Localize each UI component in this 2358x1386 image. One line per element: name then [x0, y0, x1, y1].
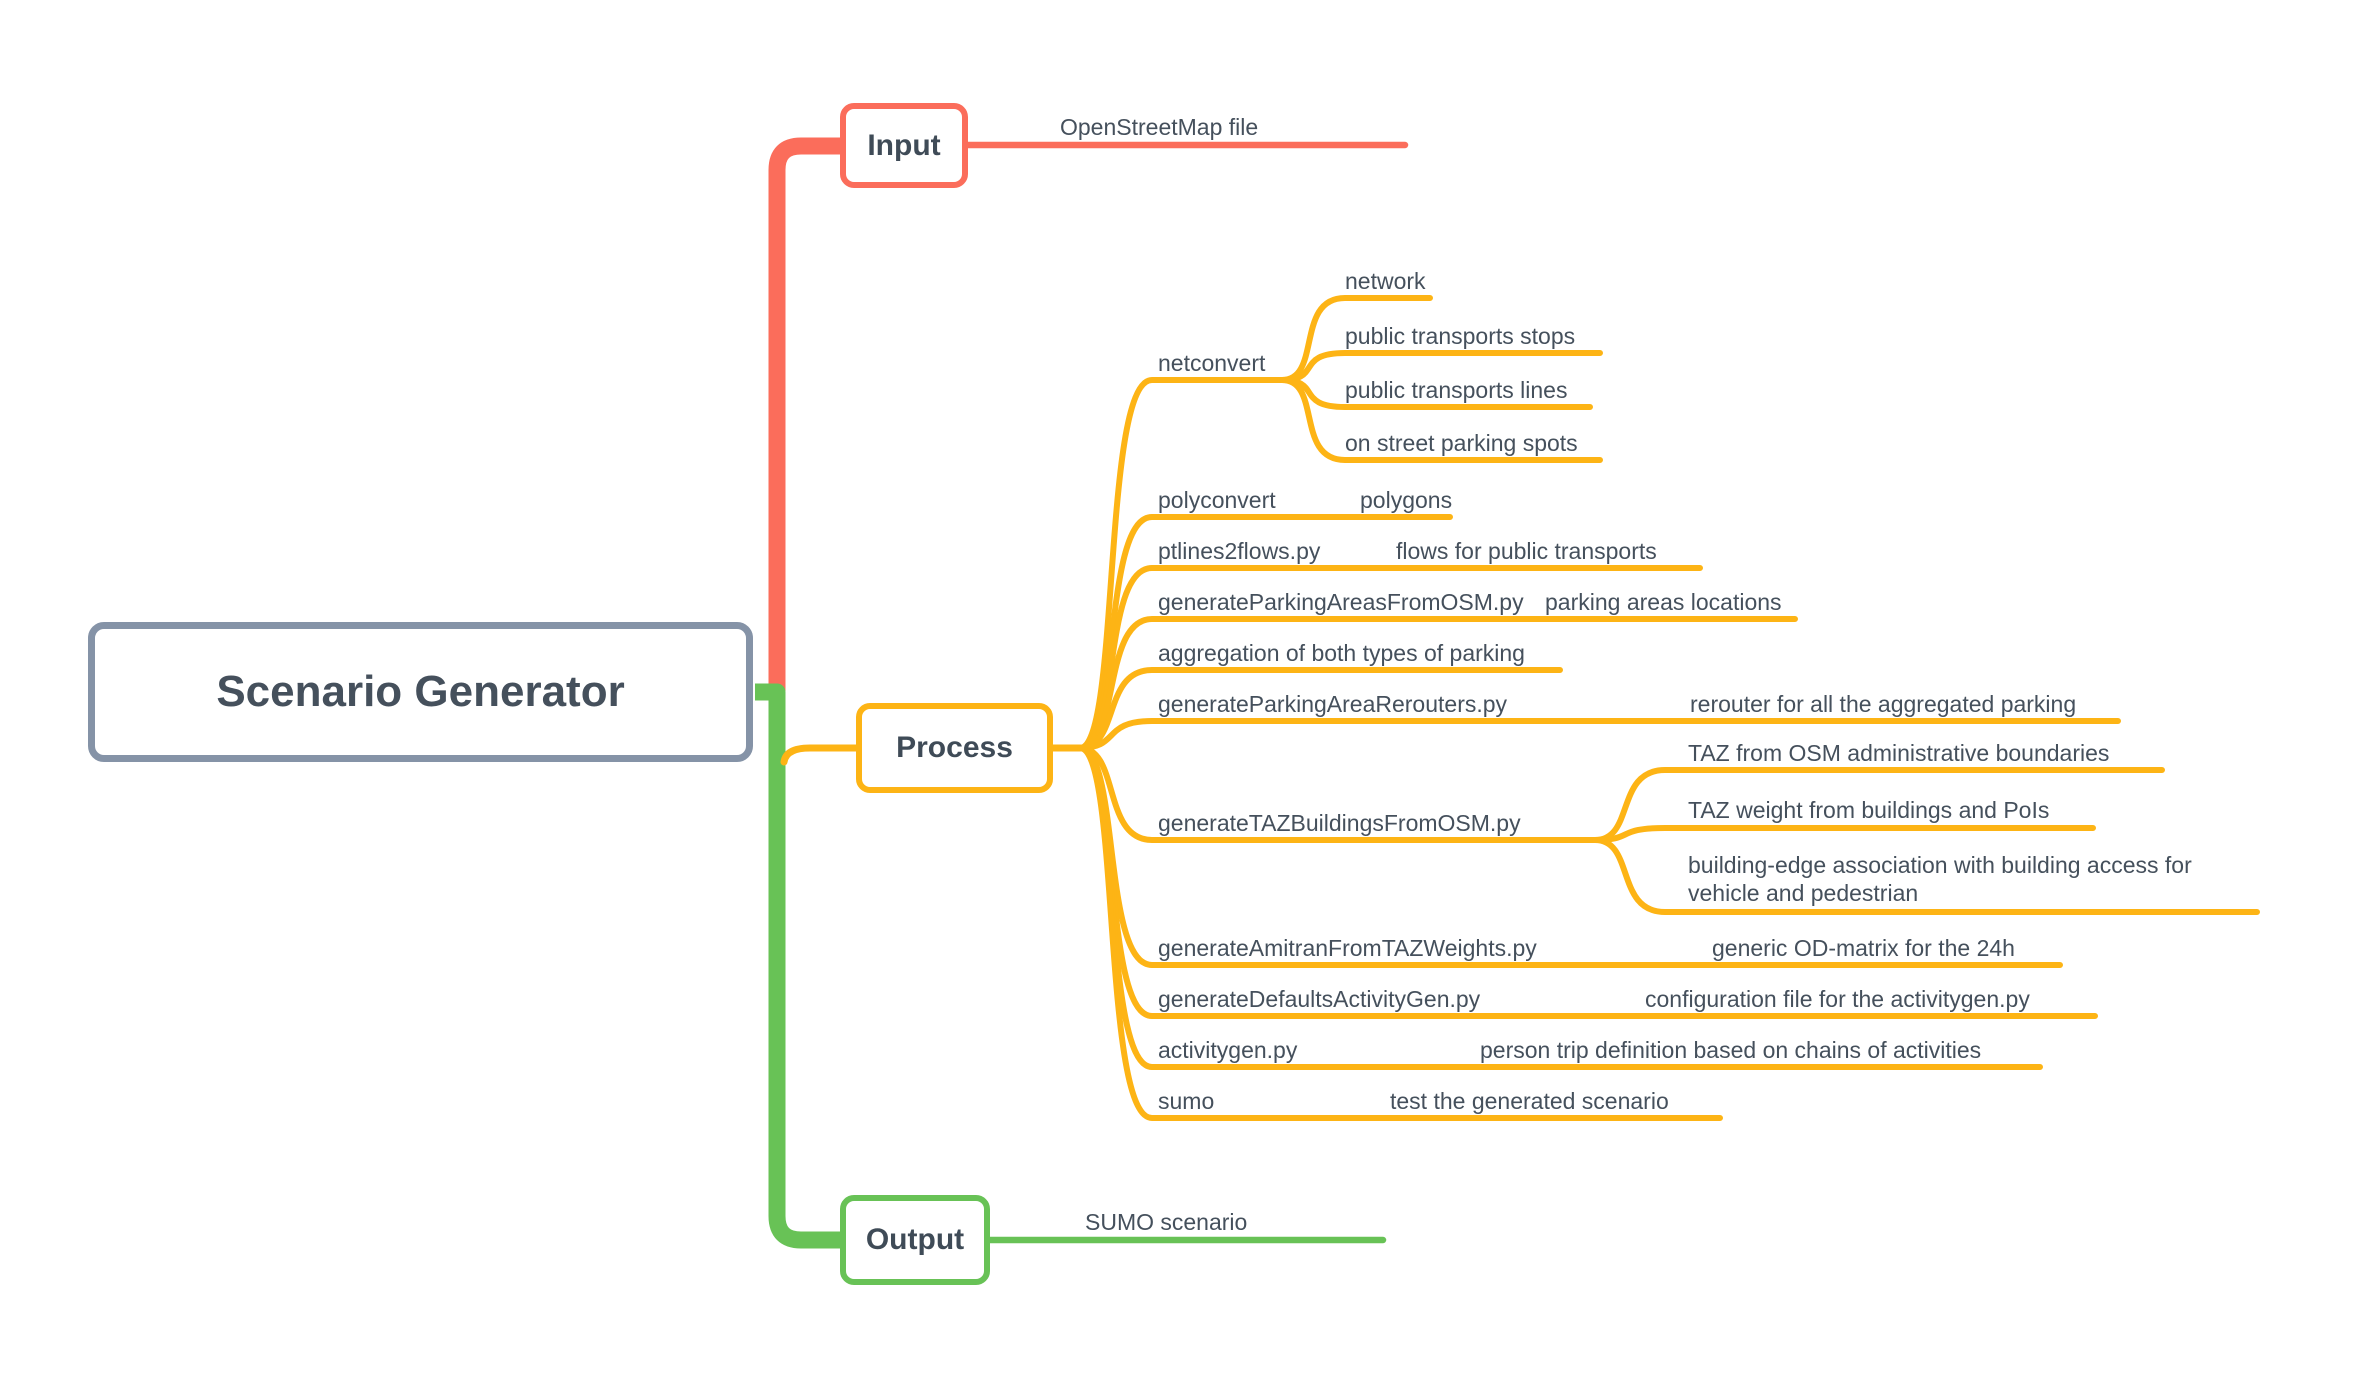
subtopic-sumo[interactable]: sumo	[1158, 1088, 1215, 1114]
process-branch-curve	[1077, 745, 1598, 843]
process-branch-root-link	[780, 744, 862, 766]
leaf-configuration-activitygen[interactable]: configuration file for the activitygen.p…	[1645, 986, 2030, 1012]
process-branch-curve	[1077, 745, 1723, 1121]
output-branch-trunk	[755, 683, 841, 1249]
leaf-person-trip-definition[interactable]: person trip definition based on chains o…	[1480, 1037, 1982, 1063]
leaf-sumo-scenario[interactable]: SUMO scenario	[1085, 1209, 1248, 1235]
output-topic[interactable]: Output	[840, 1195, 990, 1285]
subtopic-activitygen[interactable]: activitygen.py	[1158, 1037, 1298, 1063]
root-topic-label: Scenario Generator	[216, 667, 625, 716]
netconvert-branch-curve	[1279, 377, 1603, 463]
leaf-on-street-parking-spots[interactable]: on street parking spots	[1345, 430, 1578, 456]
subtopic-ptlines2flows[interactable]: ptlines2flows.py	[1158, 538, 1321, 564]
subtopic-aggregation-parking[interactable]: aggregation of both types of parking	[1158, 640, 1525, 666]
subtopic-generate-defaults-activitygen[interactable]: generateDefaultsActivityGen.py	[1158, 986, 1481, 1012]
leaf-taz-osm-boundaries[interactable]: TAZ from OSM administrative boundaries	[1688, 740, 2110, 766]
input-branch-trunk	[768, 137, 841, 691]
leaf-taz-weight-buildings-pois[interactable]: TAZ weight from buildings and PoIs	[1688, 797, 2050, 823]
subtopic-generate-parking-rerouters[interactable]: generateParkingAreaRerouters.py	[1158, 691, 1508, 717]
output-topic-label: Output	[865, 1223, 965, 1256]
process-topic[interactable]: Process	[856, 703, 1053, 793]
leaf-parking-areas-locations[interactable]: parking areas locations	[1545, 589, 1782, 615]
leaf-polygons[interactable]: polygons	[1360, 487, 1453, 513]
subtopic-netconvert[interactable]: netconvert	[1158, 350, 1266, 376]
leaf-test-generated-scenario[interactable]: test the generated scenario	[1390, 1088, 1669, 1114]
leaf-openstreetmap-file[interactable]: OpenStreetMap file	[1060, 114, 1259, 140]
process-topic-label: Process	[896, 731, 1013, 764]
subtopic-generate-parking-areas[interactable]: generateParkingAreasFromOSM.py	[1158, 589, 1524, 615]
subtopic-generate-taz-buildings[interactable]: generateTAZBuildingsFromOSM.py	[1158, 810, 1521, 836]
subtopic-polyconvert[interactable]: polyconvert	[1158, 487, 1276, 513]
input-topic-label: Input	[867, 128, 941, 162]
input-topic[interactable]: Input	[840, 103, 968, 188]
leaf-public-transports-lines[interactable]: public transports lines	[1345, 377, 1568, 403]
leaf-generic-od-matrix[interactable]: generic OD-matrix for the 24h	[1712, 935, 2015, 961]
taz-branch-curve	[1592, 837, 2260, 915]
leaf-building-edge-association[interactable]: building-edge association with building …	[1688, 852, 2192, 906]
leaf-public-transports-stops[interactable]: public transports stops	[1345, 323, 1576, 349]
taz-branch-curve	[1592, 825, 2096, 843]
process-branch-fan	[1077, 295, 2260, 1121]
leaf-flows-public-transports[interactable]: flows for public transports	[1396, 538, 1657, 564]
process-branch-curve	[1077, 718, 2121, 751]
leaf-network[interactable]: network	[1345, 268, 1426, 294]
subtopic-generate-amitran[interactable]: generateAmitranFromTAZWeights.py	[1158, 935, 1537, 961]
leaf-rerouter-aggregated-parking[interactable]: rerouter for all the aggregated parking	[1690, 691, 2077, 717]
root-topic[interactable]: Scenario Generator	[88, 622, 753, 762]
